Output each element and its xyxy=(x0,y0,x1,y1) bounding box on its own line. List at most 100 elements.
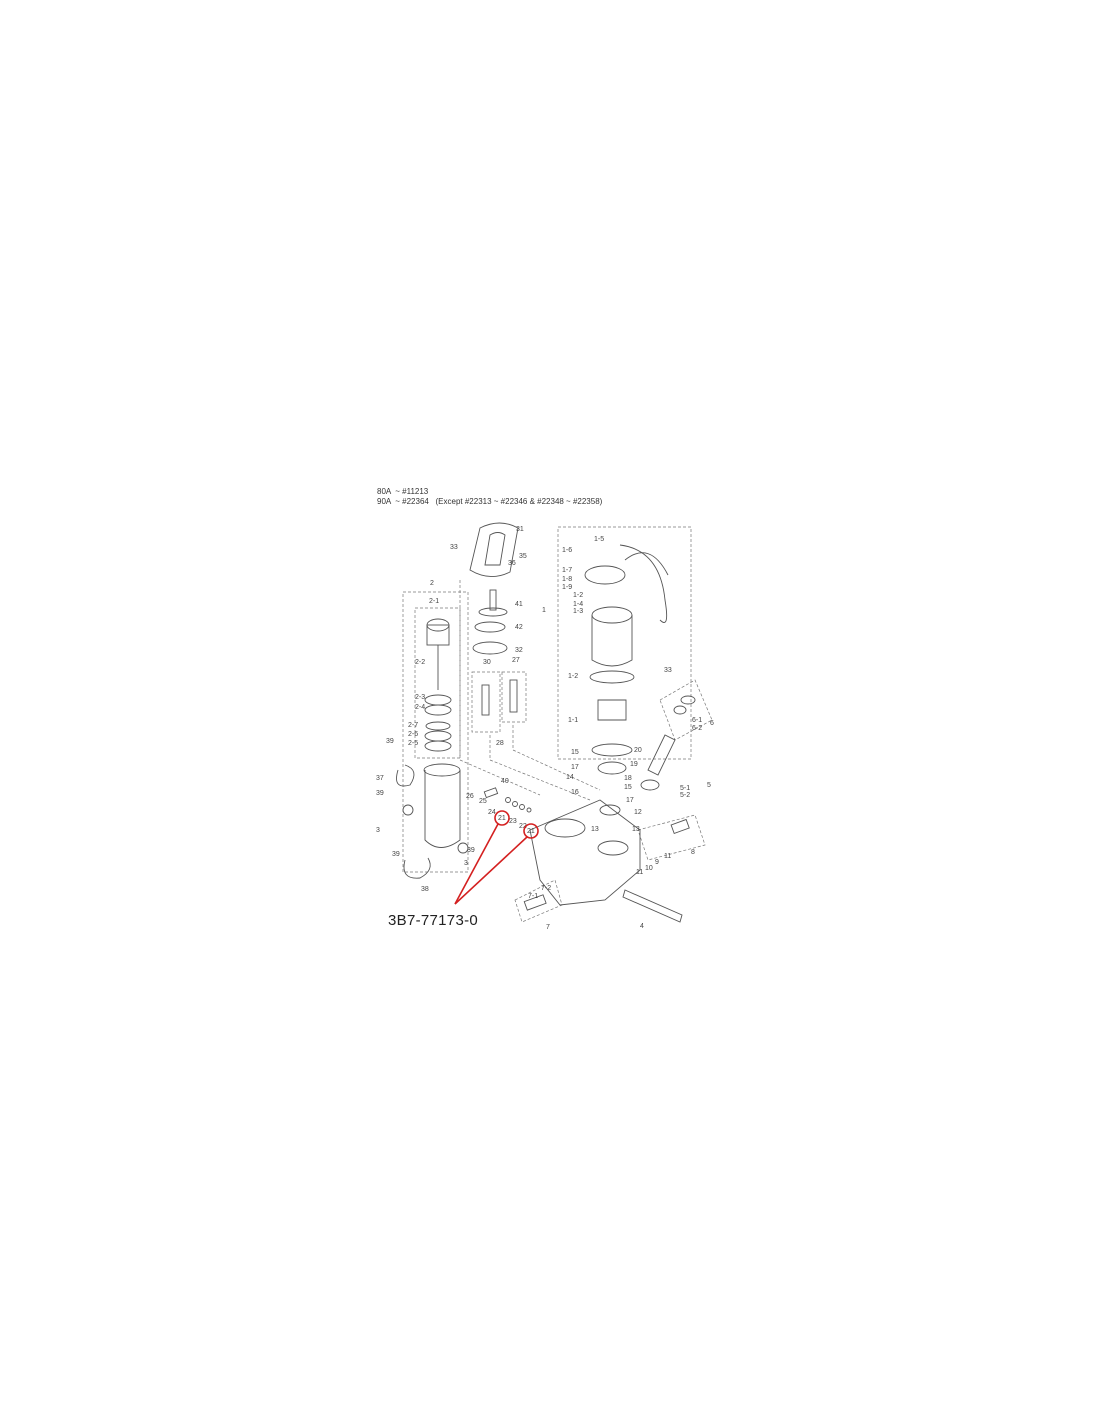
part-label: 18 xyxy=(624,775,632,782)
part-label: 30 xyxy=(483,659,491,666)
part-label: 1-2 xyxy=(573,592,583,599)
motor-housing xyxy=(591,615,633,667)
cylinder-body xyxy=(424,770,461,848)
o-ring-42 xyxy=(474,621,506,633)
part-label: 31 xyxy=(516,526,524,533)
part-label: 21 xyxy=(527,828,535,835)
serial-range: ~ #11213 xyxy=(395,487,429,496)
part-label: 33 xyxy=(664,667,672,674)
part-label: 2 xyxy=(430,580,434,587)
seal-6 xyxy=(673,705,687,715)
part-label: 17 xyxy=(571,764,579,771)
leader-line xyxy=(512,725,601,791)
part-label: 36 xyxy=(508,560,516,567)
part-label: 42 xyxy=(515,624,523,631)
part-label: 25 xyxy=(479,798,487,805)
gear-12 xyxy=(599,804,621,816)
ring-2-3 xyxy=(424,694,452,706)
part-label: 19 xyxy=(630,761,638,768)
valve-group-box-27 xyxy=(501,671,527,723)
part-label: 5-2 xyxy=(680,792,690,799)
part-label: 5-1 xyxy=(680,785,690,792)
part-label: 35 xyxy=(519,553,527,560)
part-number-label: 3B7-77173-0 xyxy=(388,912,479,929)
part-number-annotation xyxy=(454,810,539,905)
part-label: 21 xyxy=(498,815,506,822)
part-label: 5 xyxy=(707,782,711,789)
group-box-8 xyxy=(637,814,706,861)
part-label: 11 xyxy=(636,869,643,876)
part-label: 40 xyxy=(501,778,509,785)
part-label: 15 xyxy=(624,784,632,791)
pointer-line xyxy=(454,836,528,905)
part-label: 3 xyxy=(376,827,380,834)
part-label: 1 xyxy=(542,607,546,614)
cylinder-top xyxy=(423,763,461,777)
reservoir-part xyxy=(469,522,519,577)
ring-5 xyxy=(640,779,660,791)
pointer-line xyxy=(454,823,499,905)
part-label: 6-1 xyxy=(692,717,702,724)
pump-manifold-body xyxy=(529,799,641,906)
piston-part xyxy=(478,607,508,617)
part-label: 26 xyxy=(466,793,474,800)
part-label: 20 xyxy=(634,747,642,754)
valve-8 xyxy=(670,818,690,835)
part-label: 1-9 xyxy=(562,584,572,591)
part-label: 7-1 xyxy=(528,893,538,900)
motor-cap xyxy=(584,565,626,585)
part-label: 1-3 xyxy=(573,608,583,615)
reservoir-inner xyxy=(484,532,506,566)
part-label: 6 xyxy=(710,720,714,727)
serial-range: ~ #22364 (Except #22313 ~ #22346 & #2234… xyxy=(395,497,603,506)
part-label: 2-6 xyxy=(408,731,418,738)
small-part xyxy=(505,797,511,803)
part-label: 1-4 xyxy=(573,601,583,608)
tilt-rod-5 xyxy=(647,734,676,776)
ring-2-7 xyxy=(425,721,451,731)
part-label: 13 xyxy=(632,826,640,833)
part-label: 27 xyxy=(512,657,520,664)
part-label: 4 xyxy=(640,923,644,930)
part-label: 22 xyxy=(519,823,527,830)
bushing-3 xyxy=(402,804,414,816)
part-label: 8 xyxy=(691,849,695,856)
pump-19 xyxy=(597,761,627,775)
motor-wire xyxy=(624,552,669,576)
part-label: 2-2 xyxy=(415,659,425,666)
valve-30 xyxy=(481,684,490,716)
part-label: 24 xyxy=(488,809,496,816)
cylinder-cap-top xyxy=(426,618,450,632)
rod-part xyxy=(489,589,497,611)
part-label: 12 xyxy=(634,809,642,816)
part-label: 1-2 xyxy=(568,673,578,680)
fitting-25 xyxy=(483,787,499,799)
pin-4 xyxy=(622,889,683,923)
part-label: 15 xyxy=(571,749,579,756)
part-label: 39 xyxy=(376,790,384,797)
hose-37 xyxy=(396,764,415,787)
part-label: 2-4 xyxy=(415,704,425,711)
part-label: 39 xyxy=(467,847,475,854)
part-label: 28 xyxy=(496,740,504,747)
motor-wire xyxy=(619,544,668,623)
o-ring-1-2 xyxy=(589,670,635,684)
small-part xyxy=(519,804,525,810)
hose-38 xyxy=(403,857,431,879)
small-part xyxy=(512,801,518,807)
part-label: 2-3 xyxy=(415,694,425,701)
part-label: 2-1 xyxy=(429,598,439,605)
part-label: 7 xyxy=(546,924,550,931)
small-part xyxy=(526,807,532,813)
highlight-circle xyxy=(523,823,539,839)
part-labels: 31 33 36 35 2 2-1 41 42 32 30 27 2-2 2-3… xyxy=(376,526,714,931)
leader-line xyxy=(489,735,591,801)
group-box-6 xyxy=(659,679,713,741)
manifold-port xyxy=(544,818,586,838)
ring-2-5 xyxy=(424,740,452,752)
valve-group-box-30 xyxy=(471,671,501,733)
leader-line xyxy=(459,580,541,796)
o-ring-32 xyxy=(472,641,508,655)
group-box-7 xyxy=(514,879,563,923)
